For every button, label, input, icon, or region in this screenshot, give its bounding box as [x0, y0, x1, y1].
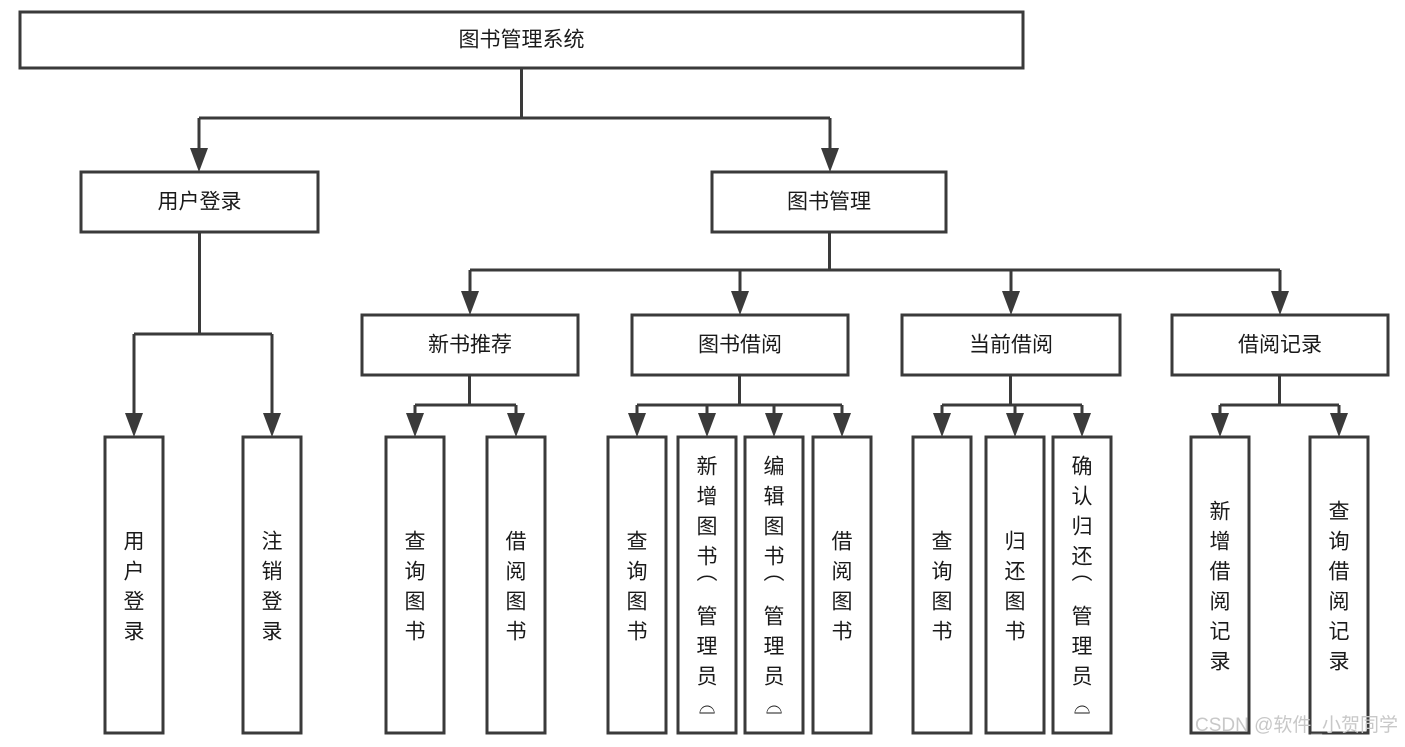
- node-box-user-login[interactable]: [79, 170, 320, 234]
- node-label-leaf-add-book-admin: 新增图书⌒管理员⌓: [697, 455, 718, 718]
- node-leaf-borrow-book-recommend[interactable]: 借阅图书: [485, 435, 547, 735]
- node-box-root[interactable]: [18, 10, 1025, 70]
- node-leaf-confirm-return-admin[interactable]: 确认归还⌒管理员⌓: [1051, 435, 1113, 735]
- node-box-current-borrow[interactable]: [900, 313, 1122, 377]
- node-leaf-return-book[interactable]: 归还图书: [984, 435, 1046, 735]
- node-group: 图书管理系统用户登录图书管理新书推荐图书借阅当前借阅借阅记录用户登录注销登录查询…: [18, 10, 1390, 735]
- node-label-leaf-query-borrow-record: 查询借阅记录: [1329, 500, 1350, 673]
- node-root[interactable]: 图书管理系统: [18, 10, 1025, 70]
- node-label-root: 图书管理系统: [459, 29, 585, 52]
- node-leaf-edit-book-admin[interactable]: 编辑图书⌒管理员⌓: [743, 435, 805, 735]
- node-label-new-book-recommend: 新书推荐: [428, 334, 512, 357]
- arrow-book-management: [821, 148, 839, 172]
- arrow-user-login: [190, 148, 208, 172]
- arrow-leaf-query-book-current: [933, 413, 951, 437]
- node-leaf-add-book-admin[interactable]: 新增图书⌒管理员⌓: [676, 435, 738, 735]
- node-box-leaf-add-book-admin[interactable]: [676, 435, 738, 735]
- node-label-leaf-user-login: 用户登录: [124, 530, 145, 643]
- node-label-leaf-query-book-current: 查询图书: [932, 530, 953, 643]
- arrow-leaf-borrow-book-recommend: [507, 413, 525, 437]
- node-box-leaf-user-login[interactable]: [103, 435, 165, 735]
- node-leaf-user-login[interactable]: 用户登录: [103, 435, 165, 735]
- node-label-leaf-logout-login: 注销登录: [262, 530, 283, 643]
- arrow-leaf-borrow-book: [833, 413, 851, 437]
- node-box-book-borrow[interactable]: [630, 313, 850, 377]
- arrow-leaf-add-borrow-record: [1211, 413, 1229, 437]
- arrow-book-borrow: [731, 291, 749, 315]
- arrow-leaf-edit-book-admin: [765, 413, 783, 437]
- arrow-leaf-add-book-admin: [698, 413, 716, 437]
- node-label-leaf-return-book: 归还图书: [1005, 530, 1026, 643]
- node-label-book-management: 图书管理: [787, 191, 871, 214]
- node-box-leaf-confirm-return-admin[interactable]: [1051, 435, 1113, 735]
- node-book-borrow[interactable]: 图书借阅: [630, 313, 850, 377]
- node-leaf-borrow-book[interactable]: 借阅图书: [811, 435, 873, 735]
- node-label-user-login: 用户登录: [158, 191, 242, 214]
- node-box-new-book-recommend[interactable]: [360, 313, 580, 377]
- connector-group: [125, 68, 1348, 437]
- node-label-leaf-borrow-book-recommend: 借阅图书: [506, 530, 527, 643]
- arrow-leaf-confirm-return-admin: [1073, 413, 1091, 437]
- node-label-current-borrow: 当前借阅: [969, 334, 1053, 357]
- node-box-leaf-query-book-current[interactable]: [911, 435, 973, 735]
- arrow-borrow-record: [1271, 291, 1289, 315]
- arrow-leaf-return-book: [1006, 413, 1024, 437]
- node-box-book-management[interactable]: [710, 170, 948, 234]
- node-current-borrow[interactable]: 当前借阅: [900, 313, 1122, 377]
- node-leaf-query-book-borrow[interactable]: 查询图书: [606, 435, 668, 735]
- node-box-leaf-query-borrow-record[interactable]: [1308, 435, 1370, 735]
- node-label-leaf-borrow-book: 借阅图书: [832, 530, 853, 643]
- node-label-book-borrow: 图书借阅: [698, 334, 782, 357]
- arrow-leaf-query-book-borrow: [628, 413, 646, 437]
- node-leaf-logout-login[interactable]: 注销登录: [241, 435, 303, 735]
- arrow-leaf-query-borrow-record: [1330, 413, 1348, 437]
- node-box-leaf-borrow-book-recommend[interactable]: [485, 435, 547, 735]
- node-leaf-query-book-current[interactable]: 查询图书: [911, 435, 973, 735]
- node-label-leaf-edit-book-admin: 编辑图书⌒管理员⌓: [764, 455, 785, 718]
- node-box-leaf-query-book-recommend[interactable]: [384, 435, 446, 735]
- node-new-book-recommend[interactable]: 新书推荐: [360, 313, 580, 377]
- node-box-leaf-borrow-book[interactable]: [811, 435, 873, 735]
- node-label-leaf-query-book-borrow: 查询图书: [627, 530, 648, 643]
- node-box-leaf-return-book[interactable]: [984, 435, 1046, 735]
- node-label-leaf-confirm-return-admin: 确认归还⌒管理员⌓: [1072, 455, 1093, 718]
- node-box-leaf-add-borrow-record[interactable]: [1189, 435, 1251, 735]
- node-leaf-query-borrow-record[interactable]: 查询借阅记录: [1308, 435, 1370, 735]
- node-user-login[interactable]: 用户登录: [79, 170, 320, 234]
- arrow-leaf-query-book-recommend: [406, 413, 424, 437]
- arrow-current-borrow: [1002, 291, 1020, 315]
- arrow-leaf-logout-login: [263, 413, 281, 437]
- node-leaf-add-borrow-record[interactable]: 新增借阅记录: [1189, 435, 1251, 735]
- node-book-management[interactable]: 图书管理: [710, 170, 948, 234]
- node-leaf-query-book-recommend[interactable]: 查询图书: [384, 435, 446, 735]
- node-box-leaf-query-book-borrow[interactable]: [606, 435, 668, 735]
- node-box-leaf-logout-login[interactable]: [241, 435, 303, 735]
- node-label-leaf-query-book-recommend: 查询图书: [405, 530, 426, 643]
- node-label-borrow-record: 借阅记录: [1238, 334, 1322, 357]
- node-box-leaf-edit-book-admin[interactable]: [743, 435, 805, 735]
- node-box-borrow-record[interactable]: [1170, 313, 1390, 377]
- node-borrow-record[interactable]: 借阅记录: [1170, 313, 1390, 377]
- watermark-label: CSDN @软件_小贺同学: [1195, 714, 1398, 736]
- arrow-new-book-recommend: [461, 291, 479, 315]
- node-label-leaf-add-borrow-record: 新增借阅记录: [1210, 500, 1231, 673]
- arrow-leaf-user-login: [125, 413, 143, 437]
